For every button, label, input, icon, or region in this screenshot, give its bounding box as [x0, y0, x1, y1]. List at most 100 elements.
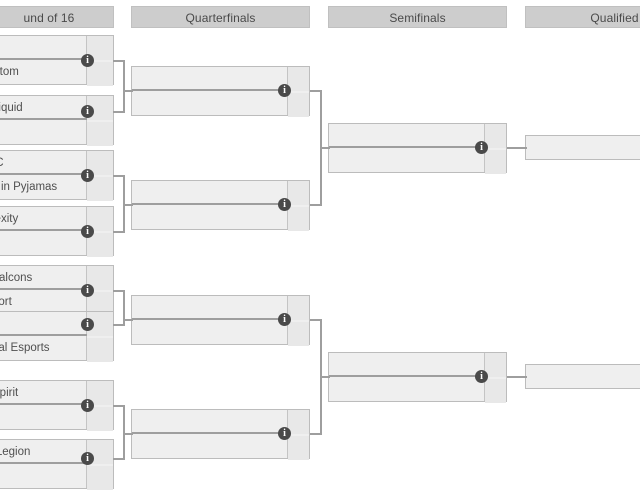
score-top — [288, 410, 309, 434]
info-icon[interactable]: i — [81, 169, 94, 182]
score-bottom — [288, 322, 309, 346]
match-row-top[interactable]: Falcons — [0, 266, 113, 290]
round-header-label: Quarterfinals — [185, 11, 256, 25]
round-header-round-of-16: und of 16 — [0, 6, 114, 28]
score-top — [485, 124, 506, 148]
connector-r16-4-out — [113, 231, 125, 233]
connector-r16-5-out — [113, 290, 125, 292]
match-row-top[interactable] — [526, 136, 640, 159]
match-row-top[interactable] — [526, 365, 640, 388]
connector-qf-2-in — [123, 204, 133, 206]
match-r16-8[interactable]: rLegion — [0, 439, 114, 490]
match-row-top[interactable]: Liquid — [0, 96, 113, 120]
round-header-label: und of 16 — [23, 11, 75, 25]
match-row-top[interactable] — [132, 296, 309, 320]
match-row-bottom[interactable]: s in Pyjamas — [0, 175, 113, 199]
score-bottom — [87, 466, 113, 490]
match-r16-3[interactable]: IC s in Pyjamas — [0, 150, 114, 201]
match-row-top[interactable]: e — [0, 312, 113, 336]
team-name: Liquid — [0, 102, 23, 114]
info-icon[interactable]: i — [81, 284, 94, 297]
team-name: lexity — [0, 213, 19, 225]
info-icon[interactable]: i — [81, 105, 94, 118]
match-row-top[interactable]: 9 — [0, 36, 113, 60]
connector-sf-1-in — [320, 147, 330, 149]
match-row-bottom[interactable]: Atom — [0, 60, 113, 84]
match-r16-5[interactable]: Falcons port — [0, 265, 114, 316]
connector-qf-4-out — [310, 433, 322, 435]
match-r16-7[interactable]: Spirit e — [0, 380, 114, 431]
info-icon[interactable]: i — [278, 313, 291, 326]
match-row-bottom[interactable]: rial Esports — [0, 336, 113, 360]
score-bottom — [87, 338, 113, 362]
info-icon[interactable]: i — [278, 427, 291, 440]
team-name: s in Pyjamas — [0, 181, 58, 193]
match-row-top[interactable] — [132, 410, 309, 434]
connector-r16-2-out — [113, 111, 125, 113]
match-row-top[interactable]: lexity — [0, 207, 113, 231]
team-name: port — [0, 296, 12, 308]
match-r16-2[interactable]: Liquid — [0, 95, 114, 146]
connector-sf-1-out — [507, 147, 527, 149]
match-row-top[interactable] — [329, 124, 506, 148]
info-icon[interactable]: i — [278, 84, 291, 97]
score-bottom — [288, 436, 309, 460]
match-r16-1[interactable]: 9 Atom — [0, 35, 114, 86]
match-row-top[interactable]: rLegion — [0, 440, 113, 464]
qualified-slot-1[interactable] — [525, 135, 640, 160]
match-row-top[interactable]: IC — [0, 151, 113, 175]
score-top — [485, 353, 506, 377]
round-header-semifinals: Semifinals — [328, 6, 507, 28]
connector-qf-4-in — [123, 433, 133, 435]
match-r16-6[interactable]: e rial Esports — [0, 311, 114, 362]
connector-r16-8-out — [113, 458, 125, 460]
info-icon[interactable]: i — [278, 198, 291, 211]
score-top — [288, 67, 309, 91]
connector-qf-3-in — [123, 319, 133, 321]
team-name: rial Esports — [0, 342, 50, 354]
round-header-label: Semifinals — [389, 11, 446, 25]
team-name: Atom — [0, 66, 19, 78]
score-bottom — [87, 62, 113, 86]
connector-qf-2-out — [310, 204, 322, 206]
score-bottom — [87, 233, 113, 257]
connector-qf-1-in — [123, 90, 133, 92]
info-icon[interactable]: i — [81, 54, 94, 67]
team-name: IC — [0, 157, 4, 169]
score-bottom — [485, 150, 506, 174]
round-header-quarterfinals: Quarterfinals — [131, 6, 310, 28]
info-icon[interactable]: i — [81, 399, 94, 412]
info-icon[interactable]: i — [81, 225, 94, 238]
score-bottom — [288, 93, 309, 117]
round-header-label: Qualified — [590, 11, 639, 25]
connector-r16-1-out — [113, 60, 125, 62]
team-name: Spirit — [0, 387, 19, 399]
info-icon[interactable]: i — [475, 141, 488, 154]
connector-r16-pair-1 — [123, 60, 125, 113]
connector-r16-6-out — [113, 324, 125, 326]
score-top — [288, 181, 309, 205]
qualified-slot-2[interactable] — [525, 364, 640, 389]
info-icon[interactable]: i — [475, 370, 488, 383]
connector-r16-pair-3 — [123, 290, 125, 326]
match-r16-4[interactable]: lexity — [0, 206, 114, 257]
connector-qf-3-out — [310, 319, 322, 321]
match-row-top[interactable] — [132, 67, 309, 91]
info-icon[interactable]: i — [81, 318, 94, 331]
info-icon[interactable]: i — [81, 452, 94, 465]
match-row-top[interactable] — [329, 353, 506, 377]
team-name: rLegion — [0, 446, 31, 458]
score-bottom — [288, 207, 309, 231]
connector-qf-1-out — [310, 90, 322, 92]
score-bottom — [87, 177, 113, 201]
match-row-top[interactable]: Spirit — [0, 381, 113, 405]
score-bottom — [87, 122, 113, 146]
connector-r16-7-out — [113, 405, 125, 407]
connector-sf-2-out — [507, 376, 527, 378]
match-row-top[interactable] — [132, 181, 309, 205]
score-bottom — [485, 379, 506, 403]
match-row-bottom[interactable]: port — [0, 290, 113, 314]
connector-sf-2-in — [320, 376, 330, 378]
team-name: Falcons — [0, 272, 33, 284]
